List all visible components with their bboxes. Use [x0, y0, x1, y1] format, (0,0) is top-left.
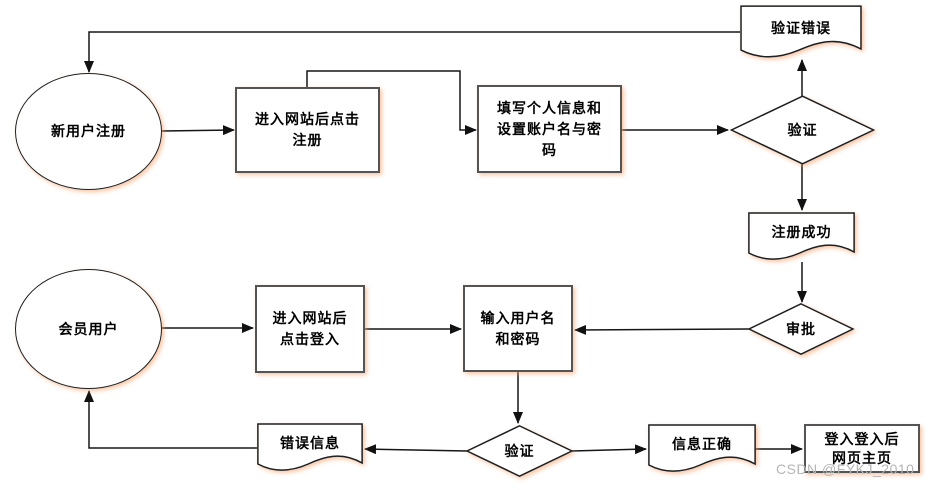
connector-errorinfo-to-member	[84, 390, 257, 449]
document-info-correct: 信息正确	[648, 424, 756, 474]
decision-verify-registration: 验证	[730, 95, 875, 165]
document-shape-icon	[740, 5, 862, 60]
diamond-shape-icon	[748, 303, 854, 355]
info-correct-label: 信息正确	[672, 436, 732, 452]
document-register-success: 注册成功	[748, 212, 855, 262]
register-success-label: 注册成功	[771, 224, 832, 240]
login-homepage-label: 登入登入后 网页主页	[824, 430, 900, 466]
document-shape-icon	[748, 212, 855, 262]
enter-site-login-label: 进入网站后 点击登入	[272, 310, 348, 347]
verify-error-label: 验证错误	[771, 19, 831, 36]
decision-approve: 审批	[748, 303, 854, 355]
connector-verifyerror-to-newuser	[84, 31, 740, 73]
enter-site-register-label: 进入网站后点击 注册	[255, 111, 360, 148]
process-enter-site-login: 进入网站后 点击登入	[255, 285, 365, 373]
verify-login-label: 验证	[504, 442, 535, 459]
decision-verify-login: 验证	[466, 425, 573, 477]
document-verify-error: 验证错误	[740, 5, 862, 60]
process-fill-personal-info: 填写个人信息和 设置账户名与密 码	[477, 85, 622, 173]
start-ellipse-member-user: 会员用户	[15, 269, 162, 389]
fill-personal-info-label: 填写个人信息和 设置账户名与密 码	[497, 99, 602, 158]
error-info-label: 错误信息	[280, 435, 340, 451]
connector-newuser-to-register	[161, 125, 235, 136]
connector-verify2-to-errorinfo	[364, 444, 468, 455]
connector-approve-to-inputcred	[574, 324, 750, 335]
diamond-shape-icon	[466, 425, 573, 477]
process-enter-site-register: 进入网站后点击 注册	[235, 87, 380, 173]
document-error-info: 错误信息	[257, 423, 363, 473]
process-login-homepage: 登入登入后 网页主页	[804, 424, 920, 473]
diamond-shape-icon	[730, 95, 875, 165]
approve-label: 审批	[786, 320, 816, 337]
document-shape-icon	[257, 423, 363, 473]
verify-registration-label: 验证	[787, 121, 818, 138]
connector-verify2-to-infocorrect	[571, 444, 647, 455]
csdn-watermark: CSDN @FYKJ_2010	[776, 461, 915, 477]
start-ellipse-new-user-register: 新用户注册	[15, 73, 162, 190]
member-user-label: 会员用户	[58, 320, 119, 337]
input-credentials-label: 输入用户名 和密码	[480, 309, 556, 347]
new-user-register-label: 新用户注册	[51, 123, 126, 139]
document-shape-icon	[648, 424, 756, 474]
process-input-credentials: 输入用户名 和密码	[463, 285, 573, 372]
